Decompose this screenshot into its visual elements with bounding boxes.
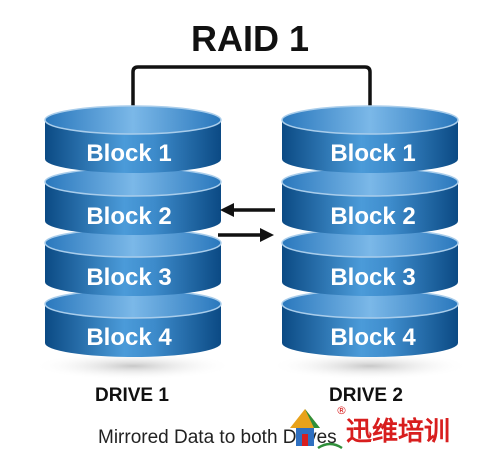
drive-1-block-1-label: Block 1 — [86, 140, 171, 167]
drive-1-block-3-platter: Block 3 — [44, 228, 222, 296]
arrow-left-icon — [220, 203, 275, 217]
arrow-right-icon — [218, 228, 274, 242]
drive-2-label: DRIVE 2 — [329, 385, 403, 406]
watermark-text: 迅维培训 — [346, 416, 450, 447]
drive-2-shadow — [270, 352, 470, 380]
diagram-title: RAID 1 — [191, 18, 309, 59]
drive-2-block-1-label: Block 1 — [330, 140, 415, 167]
drive-2-block-2-label: Block 2 — [330, 203, 415, 230]
drive-2-block-1-platter: Block 1 — [281, 105, 459, 173]
watermark-logo: ® 迅维培训 — [290, 404, 450, 450]
mirror-connector-line — [131, 65, 372, 108]
drive-1-block-2-platter: Block 2 — [44, 167, 222, 235]
drive-2-block-3-label: Block 3 — [330, 264, 415, 291]
watermark-house-icon — [290, 409, 343, 450]
drive-2-block-4-platter: Block 4 — [281, 289, 459, 357]
drive-2-block-3-platter: Block 3 — [281, 228, 459, 296]
drive-2: Block 4 Block 3 Block 2 Block 1 — [281, 105, 459, 357]
drive-2-block-2-platter: Block 2 — [281, 167, 459, 235]
drive-2-block-4-label: Block 4 — [330, 324, 416, 351]
drive-1-block-2-label: Block 2 — [86, 203, 171, 230]
diagram-caption: Mirrored Data to both Drives — [98, 427, 337, 448]
drive-1-block-1-platter: Block 1 — [44, 105, 222, 173]
watermark-registered-mark: ® — [336, 404, 347, 417]
drive-1-block-3-label: Block 3 — [86, 264, 171, 291]
drive-1-block-4-platter: Block 4 — [44, 289, 222, 357]
drive-1-block-4-label: Block 4 — [86, 324, 172, 351]
drive-1: Block 4 Block 3 Block 2 Block 1 — [44, 105, 222, 357]
drive-1-shadow — [33, 352, 233, 380]
drive-1-label: DRIVE 1 — [95, 385, 169, 406]
